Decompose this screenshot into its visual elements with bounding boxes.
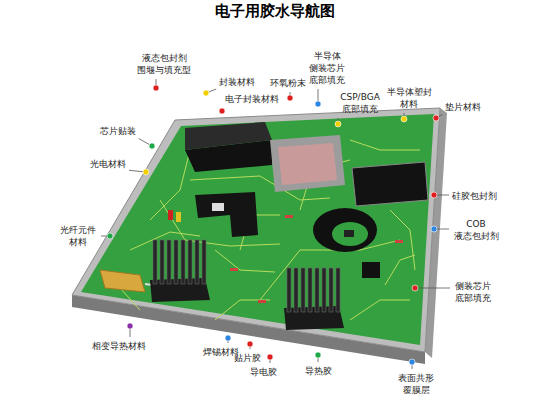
resistor	[230, 268, 238, 271]
callout-dot	[431, 226, 437, 232]
heat-sinks	[150, 240, 344, 330]
callout-label: 封装材料	[219, 76, 255, 88]
callout-dot	[153, 85, 159, 91]
heat-sink-fin	[174, 240, 178, 284]
callout-dot	[203, 90, 209, 96]
callout-dot	[401, 116, 407, 122]
cob-ring	[313, 208, 377, 252]
callout-dot	[287, 95, 293, 101]
heat-sink-fin	[287, 268, 291, 312]
csp-frame	[270, 135, 345, 192]
callout-dot	[107, 233, 113, 239]
resistor	[285, 215, 293, 218]
l-chip	[195, 192, 258, 237]
trace	[390, 210, 415, 270]
cob-die	[344, 230, 354, 237]
callout-dot	[409, 359, 415, 365]
callout-label: 表面共形 覆膜层	[396, 372, 436, 396]
callout-dot	[412, 285, 418, 291]
trace	[350, 140, 420, 150]
heat-sink-fin	[181, 240, 185, 284]
callout-label: 电子封装材料	[225, 93, 279, 105]
callout-label: 垫片材料	[445, 101, 481, 113]
callout-dot	[149, 143, 155, 149]
heat-sink-fin	[195, 240, 199, 284]
callout-label: COB 液态包封剂	[452, 218, 500, 242]
capacitor	[168, 210, 173, 220]
heat-sink-fin	[153, 240, 157, 284]
callout-dot	[315, 101, 321, 107]
heat-sink-fin	[329, 268, 333, 312]
callout-dot	[143, 169, 149, 175]
board-rim	[72, 108, 440, 352]
callout-label: 贴片胶	[234, 352, 261, 364]
callout-label: 侧装芯片 底部填充	[453, 280, 493, 304]
callout-dot	[127, 323, 133, 329]
callout-label: 液态包封剂 围堰与填充型	[135, 52, 193, 76]
callout-dot	[247, 341, 253, 347]
resistor	[395, 240, 403, 243]
resistor	[258, 300, 266, 303]
heat-sink-fin	[336, 268, 340, 312]
fiber-component	[100, 270, 145, 292]
heat-sink-fin	[188, 240, 192, 284]
capacitor	[176, 212, 181, 222]
trace	[215, 250, 275, 272]
callout-label: 相变导热材料	[92, 340, 146, 352]
callout-dot	[335, 121, 341, 127]
heat-sink-fin	[294, 268, 298, 312]
trace	[150, 150, 190, 220]
callout-label: 半导体 侧装芯片 底部填充	[307, 50, 347, 86]
small-chip	[362, 262, 380, 278]
callout-dot	[315, 352, 321, 358]
heat-sink-fin	[167, 240, 171, 284]
callout-label: 导电胶	[250, 366, 277, 378]
module-top	[185, 122, 272, 150]
heat-sink-base	[150, 278, 210, 302]
trace	[215, 300, 270, 320]
csp-die	[278, 143, 337, 185]
trace	[385, 255, 415, 285]
leader-line	[415, 288, 450, 289]
callout-label: 导热胶	[305, 365, 332, 377]
callout-label: 光纤元件 材料	[58, 224, 98, 248]
callout-dot	[433, 115, 439, 121]
callout-dot	[431, 192, 437, 198]
callout-label: 环氧粉末	[270, 77, 306, 89]
heat-sink-fin	[301, 268, 305, 312]
callout-label: 焊锡材料	[203, 346, 239, 358]
heat-sink-fin	[202, 240, 206, 284]
callout-dot	[225, 335, 231, 341]
heat-sink-fin	[315, 268, 319, 312]
plastic-chip	[352, 162, 428, 206]
heat-sink-fin	[160, 240, 164, 284]
callout-label: 硅胶包封剂	[452, 190, 497, 202]
chip-pad	[212, 203, 224, 211]
trace	[160, 200, 280, 246]
board-surface	[81, 114, 434, 345]
cob-center	[332, 222, 368, 246]
trace	[350, 300, 410, 320]
heat-sink-fin	[322, 268, 326, 312]
callout-label: CSP/BGA 底部填充	[336, 91, 384, 115]
callout-dot	[267, 354, 273, 360]
callout-label: 光电材料	[90, 158, 126, 170]
callout-label: 芯片贴装	[100, 125, 136, 137]
heat-sink-fin	[308, 268, 312, 312]
callout-dot	[219, 108, 225, 114]
callout-label: 半导体塑封 材料	[385, 86, 433, 110]
diagram-title: 电子用胶水导航图	[0, 2, 550, 21]
heat-sink-base	[284, 306, 344, 330]
